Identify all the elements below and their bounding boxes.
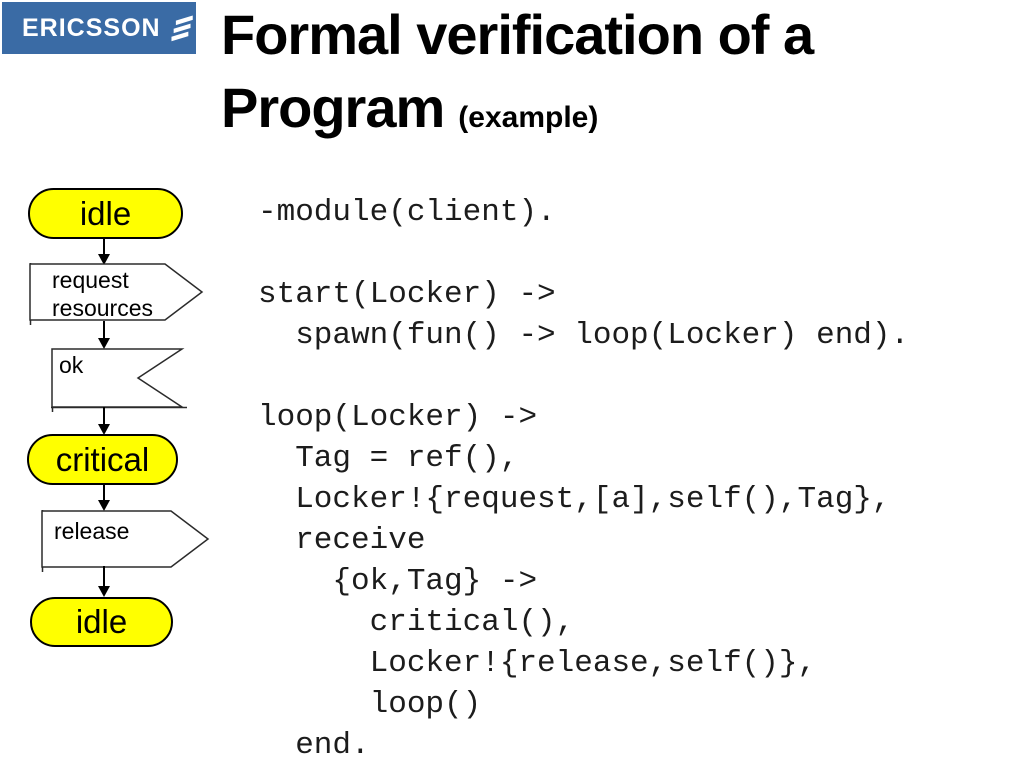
title-line-2-text: Program bbox=[221, 76, 445, 139]
flow-arrow bbox=[98, 566, 110, 597]
code-line bbox=[258, 356, 909, 397]
flow-arrow bbox=[98, 321, 110, 349]
code-line: Locker!{request,[a],self(),Tag}, bbox=[258, 482, 891, 517]
code-line bbox=[258, 233, 909, 274]
code-line: {ok,Tag} -> bbox=[258, 564, 538, 599]
code-line: -module(client). bbox=[258, 195, 556, 230]
code-line: loop(Locker) -> bbox=[258, 400, 538, 435]
flow-state-idle-bottom: idle bbox=[30, 597, 173, 647]
flow-state-idle-top: idle bbox=[28, 188, 183, 239]
flow-state-critical: critical bbox=[27, 434, 178, 485]
code-line: start(Locker) -> bbox=[258, 277, 556, 312]
code-line: Locker!{release,self()}, bbox=[258, 646, 817, 681]
code-line: Tag = ref(), bbox=[258, 441, 519, 476]
code-line: spawn(fun() -> loop(Locker) end). bbox=[258, 318, 910, 353]
code-line: loop() bbox=[258, 687, 482, 722]
title-line-2: Program (example) bbox=[221, 71, 813, 154]
ericsson-wordmark: ERICSSON bbox=[22, 13, 161, 42]
flow-arrow bbox=[98, 239, 110, 265]
flow-receive-label: ok bbox=[59, 352, 84, 378]
code-line: end. bbox=[258, 728, 370, 763]
flow-send-request-resources: request resources bbox=[29, 263, 205, 325]
code-line: receive bbox=[258, 523, 426, 558]
flow-arrow bbox=[98, 485, 110, 511]
title-line-1: Formal verification of a bbox=[221, 3, 814, 66]
flow-send-label: release bbox=[54, 518, 130, 544]
slide-title: Formal verification of a Program (example… bbox=[221, 0, 814, 154]
ericsson-three-bars-icon bbox=[171, 15, 193, 42]
erlang-code-block: -module(client). start(Locker) -> spawn(… bbox=[258, 192, 909, 766]
flow-send-release: release bbox=[41, 510, 211, 572]
code-line: critical(), bbox=[258, 605, 575, 640]
title-annotation: (example) bbox=[458, 101, 599, 134]
ericsson-logo: ERICSSON bbox=[2, 2, 196, 54]
flow-receive-ok: ok bbox=[51, 348, 187, 412]
flow-send-label: request resources bbox=[52, 267, 153, 321]
flow-arrow bbox=[98, 407, 110, 435]
